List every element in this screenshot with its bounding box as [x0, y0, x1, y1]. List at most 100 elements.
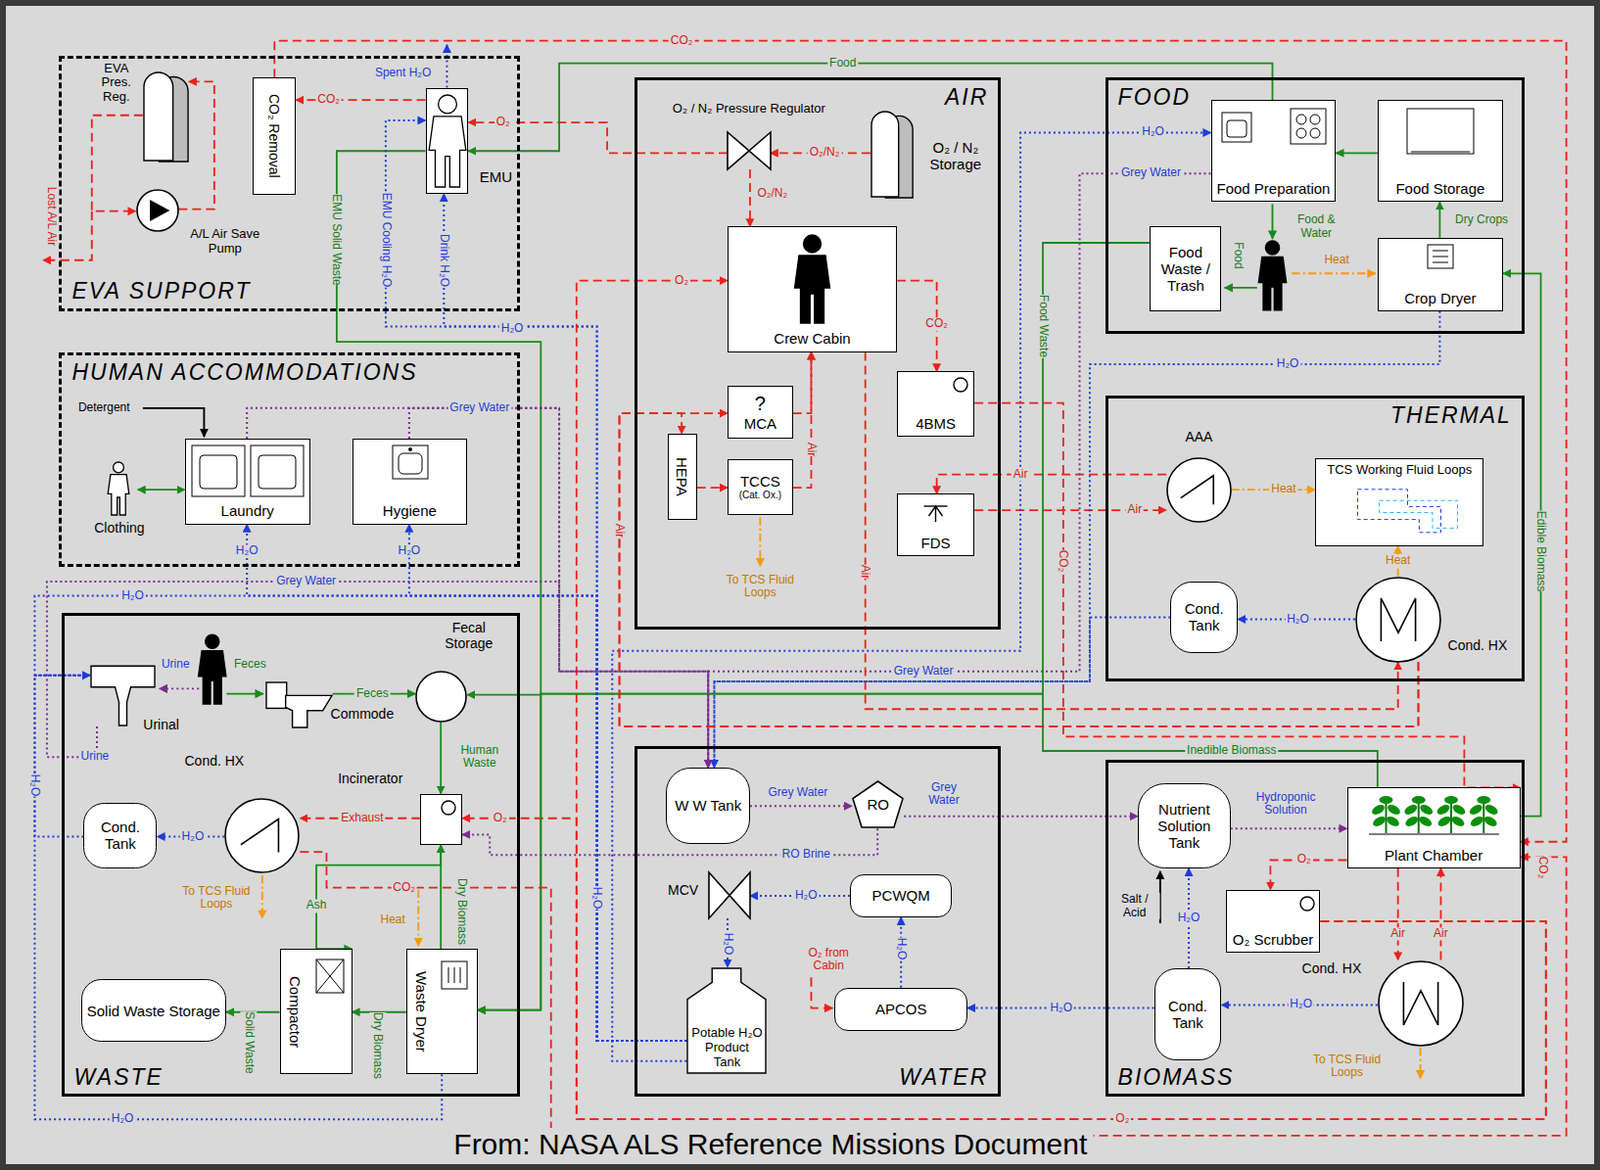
product-tank: Potable H₂O Product Tank [686, 967, 767, 1075]
flow-label: Grey Water [916, 781, 972, 807]
region-title: FOOD [1118, 84, 1191, 110]
text-holder: A/L Air Save Pump [176, 227, 274, 257]
flow-connector [1397, 868, 1400, 961]
flow-label: CO₂ [390, 881, 418, 895]
flow-label: Exhaust [338, 811, 385, 825]
note-label: CO₂ [1534, 855, 1552, 879]
process-box: Food Waste / Trash [1149, 226, 1222, 311]
flow-connector [468, 63, 1272, 152]
node-text: Waste Dryer [413, 971, 430, 1053]
flow-connector [439, 722, 442, 795]
node-text: Clothing [78, 519, 160, 536]
flow-connector [477, 694, 1378, 1011]
note-label: Food & Water [1286, 213, 1347, 239]
flow-label: Inedible Biomass [1184, 744, 1278, 757]
region-title-holder: WATER [898, 1064, 989, 1090]
shape-outline [421, 795, 462, 845]
flow-label: Grey Water [1119, 167, 1183, 181]
note-label: H₂O [499, 322, 526, 335]
flow-label: Food [827, 56, 858, 70]
flow-connector [47, 581, 708, 768]
tank-box: Cond. Tank [1154, 968, 1223, 1061]
note-label: Spent H₂O [373, 66, 433, 80]
flow-label: EMU Cooling H₂O [376, 192, 394, 288]
shape-outline [1166, 457, 1232, 523]
flow-label: Edible Biomass [1532, 510, 1550, 592]
flow-connector [439, 845, 442, 949]
node-text: AAA [1178, 428, 1221, 445]
node-text: Cond. HX [1290, 960, 1372, 977]
flow-label: Solid Waste [240, 1011, 258, 1075]
circle-unit: AAA [1166, 457, 1232, 523]
node-text: RO [866, 796, 890, 813]
flow-label: Dry Biomass [369, 1012, 386, 1080]
flow-label: Ash [304, 899, 330, 913]
tank-box: Cond. Tank [1170, 581, 1238, 654]
flow-connector [1230, 827, 1348, 830]
note-label: Feces [232, 658, 269, 672]
node-text: Cond. HX [184, 752, 246, 769]
region-title-holder: THERMAL [1390, 402, 1512, 428]
tank-box: Cond. Tank [83, 802, 157, 869]
flow-connector [903, 815, 1138, 818]
shape-outline [1377, 960, 1464, 1047]
flow-connector [697, 486, 728, 489]
flow-label: Grey Water [447, 401, 512, 415]
subsystem-region: AIR O₂ / N₂ Pressure Regulator O₂ / N₂ Sto… [634, 77, 1001, 630]
region-title: AIR [944, 84, 989, 110]
process-box: Food Preparation [1211, 99, 1337, 202]
text-holder: Urinal [130, 716, 192, 733]
note-label: Heat [378, 913, 408, 927]
node-text: ? [754, 392, 766, 416]
flow-connector [707, 173, 1211, 767]
flow-connector [316, 845, 441, 949]
text-holder: Incinerator [324, 770, 417, 787]
node-text: TCS Working Fluid Loops [1326, 463, 1472, 478]
node-text: Solid Waste Storage [87, 1002, 221, 1020]
text-holder: EVA Pres. Reg. [92, 61, 142, 106]
node-text: Crew Cabin [773, 329, 850, 347]
node-text: Plant Chamber [1384, 847, 1483, 864]
flow-label: Air [856, 564, 874, 579]
shape-outline [265, 681, 333, 729]
flow-label: Air [1388, 927, 1408, 941]
circle-unit: Cond. HX [224, 798, 300, 874]
flow-label: H₂O [180, 830, 207, 844]
flow-label: Air [1125, 503, 1144, 517]
flow-label: Feces [354, 687, 391, 701]
flow-label: Air [802, 441, 820, 457]
flow-label: Heat [1383, 555, 1412, 568]
node-text: Cond. HX [1436, 637, 1518, 654]
shape-outline [708, 872, 751, 919]
flow-label: RO Brine [780, 848, 833, 862]
note-label: H₂O [26, 774, 44, 798]
process-box: Hygiene [352, 438, 469, 525]
note-label: Lost A/L Air [43, 187, 60, 246]
text-holder: Commode [316, 705, 409, 722]
text-holder: Cond. HX [1436, 637, 1518, 654]
node-text: Food Storage [1395, 180, 1485, 197]
flow-connector [1438, 201, 1441, 237]
flow-label: Air [1011, 468, 1031, 481]
node-text: O₂ / N₂ Pressure Regulator [647, 101, 851, 117]
flow-label: H₂O [1274, 357, 1302, 371]
flow-label: O₂ [1295, 853, 1314, 867]
region-title-holder: AIR [944, 84, 989, 110]
text-holder: Cond. HX [1290, 960, 1372, 977]
text-holder: O₂ / N₂ Storage [917, 139, 994, 174]
region-title: BIOMASS [1118, 1064, 1235, 1090]
note-label: Detergent [76, 401, 133, 415]
subsystem-region: FOOD Food PreparationFood StorageFood Was… [1105, 77, 1525, 334]
node-text: Laundry [221, 502, 275, 519]
flow-arrow [261, 875, 264, 919]
node-text: Food Waste / Trash [1154, 243, 1217, 295]
note-label: H₂O [588, 887, 606, 910]
flow-label: H₂O [793, 889, 820, 902]
shape-outline [142, 71, 189, 162]
node-text: Cond. Tank [1175, 600, 1233, 635]
flow-arrow [1291, 272, 1375, 275]
flow-label: H₂O [893, 938, 910, 961]
flow-connector [1335, 151, 1377, 154]
node-text: Cond. Tank [88, 818, 152, 853]
node-text: Urinal [130, 716, 192, 733]
